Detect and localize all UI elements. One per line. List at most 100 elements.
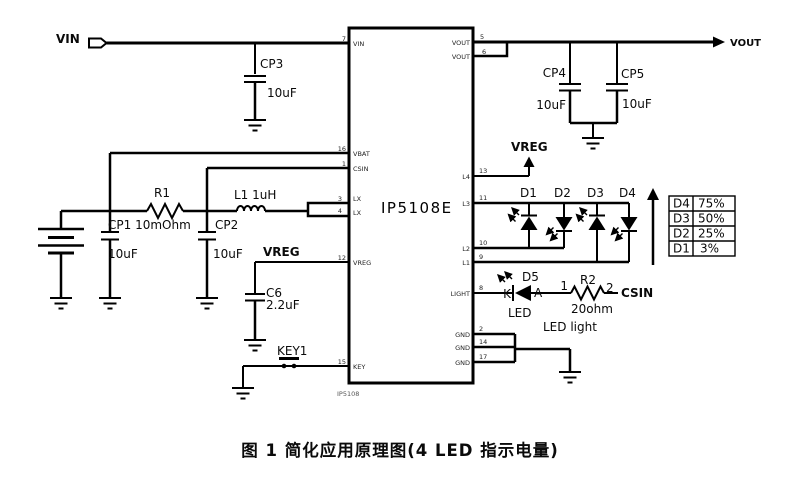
net-label-vreg-left: VREG — [263, 245, 300, 259]
table-cell: 25% — [698, 227, 725, 241]
capacitor-cp4 — [559, 42, 581, 123]
ground-icon — [244, 339, 266, 352]
wire — [242, 365, 349, 388]
pin-label: L2 — [462, 245, 470, 253]
pin-number: 4 — [338, 207, 342, 215]
d5-anode-mark: A — [534, 286, 543, 300]
ref-d3: D3 — [587, 186, 604, 200]
vout-arrow-icon — [713, 36, 725, 48]
wire — [254, 261, 349, 293]
ground-icon — [99, 297, 121, 310]
led-d4 — [610, 203, 638, 262]
led-d1 — [507, 203, 538, 248]
vin-connector-icon — [88, 37, 109, 49]
pin-label: GND — [455, 344, 470, 352]
table-cell: 50% — [698, 212, 725, 226]
d5-label: LED — [508, 306, 532, 320]
pin-label: VOUT — [452, 39, 470, 47]
pushbutton-key1 — [232, 357, 349, 400]
pin-label: VBAT — [353, 150, 370, 158]
button-terminal — [291, 363, 297, 369]
capacitor-plates — [245, 293, 265, 302]
val-cp4: 10uF — [536, 98, 566, 112]
ic-footnote: IP5108 — [337, 390, 359, 398]
ref-d4: D4 — [619, 186, 636, 200]
inductor-coils — [236, 205, 266, 212]
schematic-canvas: D4 75% D3 50% D2 25% D1 3% IP5108E IP510… — [38, 26, 761, 400]
pin-number: 7 — [342, 35, 346, 43]
vout-net — [473, 36, 725, 58]
table-cell: D3 — [673, 212, 690, 226]
resistor-zigzag — [146, 201, 184, 221]
wire — [473, 166, 530, 177]
resistor-zigzag — [570, 284, 605, 302]
ground-icon — [50, 297, 72, 310]
led-emission-arrows-icon — [614, 232, 624, 242]
wire-csin — [205, 166, 349, 232]
val-cp2: 10uF — [213, 247, 243, 261]
table-cell: 75% — [698, 197, 725, 211]
ground-icon — [582, 137, 604, 150]
pin-number: 10 — [479, 239, 487, 247]
led-emission-arrows-icon — [575, 213, 585, 223]
ground-icon — [232, 387, 254, 400]
pin-label: LX — [353, 195, 362, 203]
capacitor-cp1 — [99, 231, 121, 310]
inductor-l1 — [236, 205, 266, 212]
pin-number: 5 — [480, 33, 484, 41]
pin-label: LIGHT — [451, 290, 470, 298]
pin-number: 8 — [479, 284, 483, 292]
table-cell: D1 — [673, 242, 690, 256]
led-emission-arrows-icon — [504, 271, 513, 280]
led-emission-arrows-icon — [545, 226, 555, 236]
pin-label: VREG — [353, 259, 371, 267]
net-label-vout: VOUT — [730, 38, 761, 49]
led-emission-arrows-icon — [511, 207, 520, 216]
led-d3 — [575, 203, 606, 262]
resistor-r1 — [146, 201, 184, 221]
button-terminal — [281, 363, 287, 369]
ref-r2: R2 — [580, 273, 596, 287]
pin-number: 11 — [479, 194, 487, 202]
wire-vbat — [108, 151, 349, 232]
diode-triangle — [588, 216, 606, 230]
table-cell: D4 — [673, 197, 690, 211]
r2-terminal-2: 2 — [606, 281, 614, 295]
capacitor-plates — [244, 75, 266, 83]
table-grid — [669, 196, 735, 256]
ref-cp5: CP5 — [621, 67, 644, 81]
capacitor-plates — [198, 231, 216, 241]
diode-triangle — [515, 285, 531, 301]
net-label-vin: VIN — [56, 32, 80, 46]
vreg-arrow — [473, 156, 535, 177]
net-label-csin: CSIN — [621, 286, 653, 300]
capacitor-plates — [606, 83, 628, 92]
pin-number: 17 — [479, 353, 487, 361]
capacitor-plates — [559, 83, 581, 92]
ref-c6: C6 — [266, 286, 282, 300]
pin-label: LX — [353, 209, 362, 217]
ref-r1: R1 — [154, 186, 170, 200]
led-emission-arrows-icon — [579, 207, 588, 216]
wire — [473, 42, 509, 58]
led-emission-arrows-icon — [610, 226, 620, 236]
ref-cp4: CP4 — [543, 66, 566, 80]
wire — [473, 332, 572, 372]
table-cell: 3% — [700, 242, 719, 256]
up-arrow-icon — [523, 156, 535, 167]
capacitor-c6 — [244, 261, 349, 352]
ref-cp2: CP2 — [215, 218, 238, 232]
val-r2: 20ohm — [571, 302, 613, 316]
lx-pins-junction — [306, 201, 351, 218]
ref-d1: D1 — [520, 186, 537, 200]
pin-label: VIN — [353, 40, 364, 48]
ground-icon — [559, 371, 581, 384]
capacitor-plates — [101, 231, 119, 241]
net-label-vreg-top: VREG — [511, 140, 548, 154]
val-c6: 2.2uF — [266, 298, 300, 312]
ref-d2: D2 — [554, 186, 571, 200]
ground-icon — [196, 297, 218, 310]
pin-label: L3 — [462, 200, 470, 208]
val-cp1: 10uF — [108, 247, 138, 261]
ic-name: IP5108E — [381, 199, 453, 217]
